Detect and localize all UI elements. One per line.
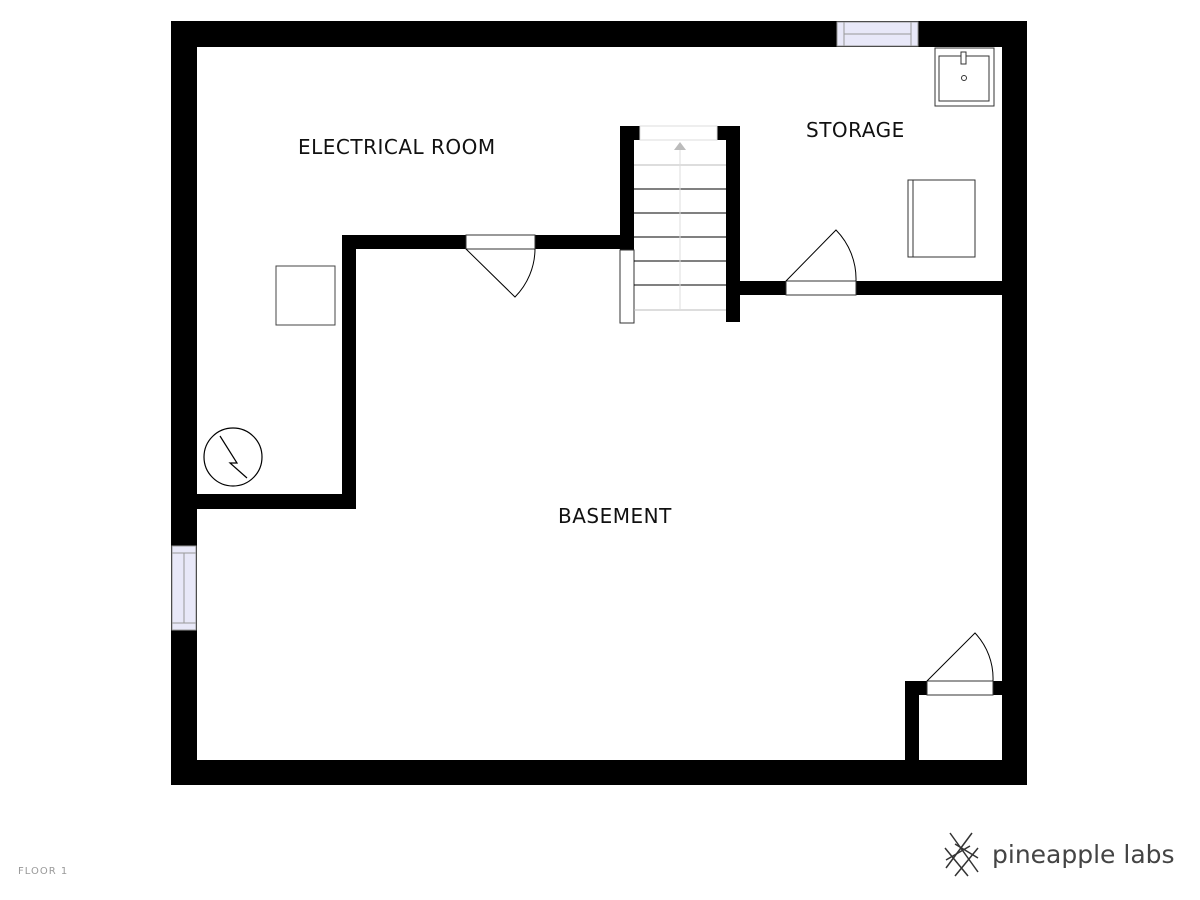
door-electrical-threshold: [465, 234, 536, 250]
door-storage-swing: [785, 229, 857, 282]
door-storage-threshold: [785, 280, 857, 296]
window-top: [836, 21, 919, 47]
stair-wall-right: [726, 126, 740, 322]
sink-icon: [934, 47, 995, 107]
room-label-storage: STORAGE: [806, 118, 905, 142]
room-label-electrical: ELECTRICAL ROOM: [298, 135, 496, 159]
door-electrical-swing: [465, 248, 536, 298]
stair-rail: [619, 249, 635, 324]
window-left: [171, 545, 197, 631]
stair-wall-left: [620, 126, 634, 250]
closet-wall-v: [905, 681, 919, 760]
stair-wall-top-r: [717, 126, 740, 140]
bottom-wall: [171, 760, 1027, 785]
stair-arrow-icon: [674, 142, 686, 150]
storage-wall: [740, 281, 1002, 295]
left-wall: [171, 21, 197, 785]
water-heater-icon: [203, 427, 263, 487]
floor-label: FLOOR 1: [18, 866, 69, 877]
electrical-wall-v: [342, 235, 356, 509]
electrical-wall-h: [197, 494, 356, 509]
storage-cabinet: [907, 179, 976, 258]
stair-wall-top-l: [620, 126, 640, 140]
room-label-basement: BASEMENT: [558, 504, 672, 528]
stair-top-opening: [639, 125, 718, 141]
door-closet-threshold: [926, 680, 994, 696]
door-closet-swing: [926, 632, 994, 682]
right-wall: [1002, 21, 1027, 785]
walls: [171, 21, 1027, 785]
pineapple-logo-icon: [944, 832, 979, 877]
stairs: [634, 142, 726, 311]
electrical-panel: [275, 265, 336, 326]
brand-name: pineapple labs: [992, 840, 1175, 869]
